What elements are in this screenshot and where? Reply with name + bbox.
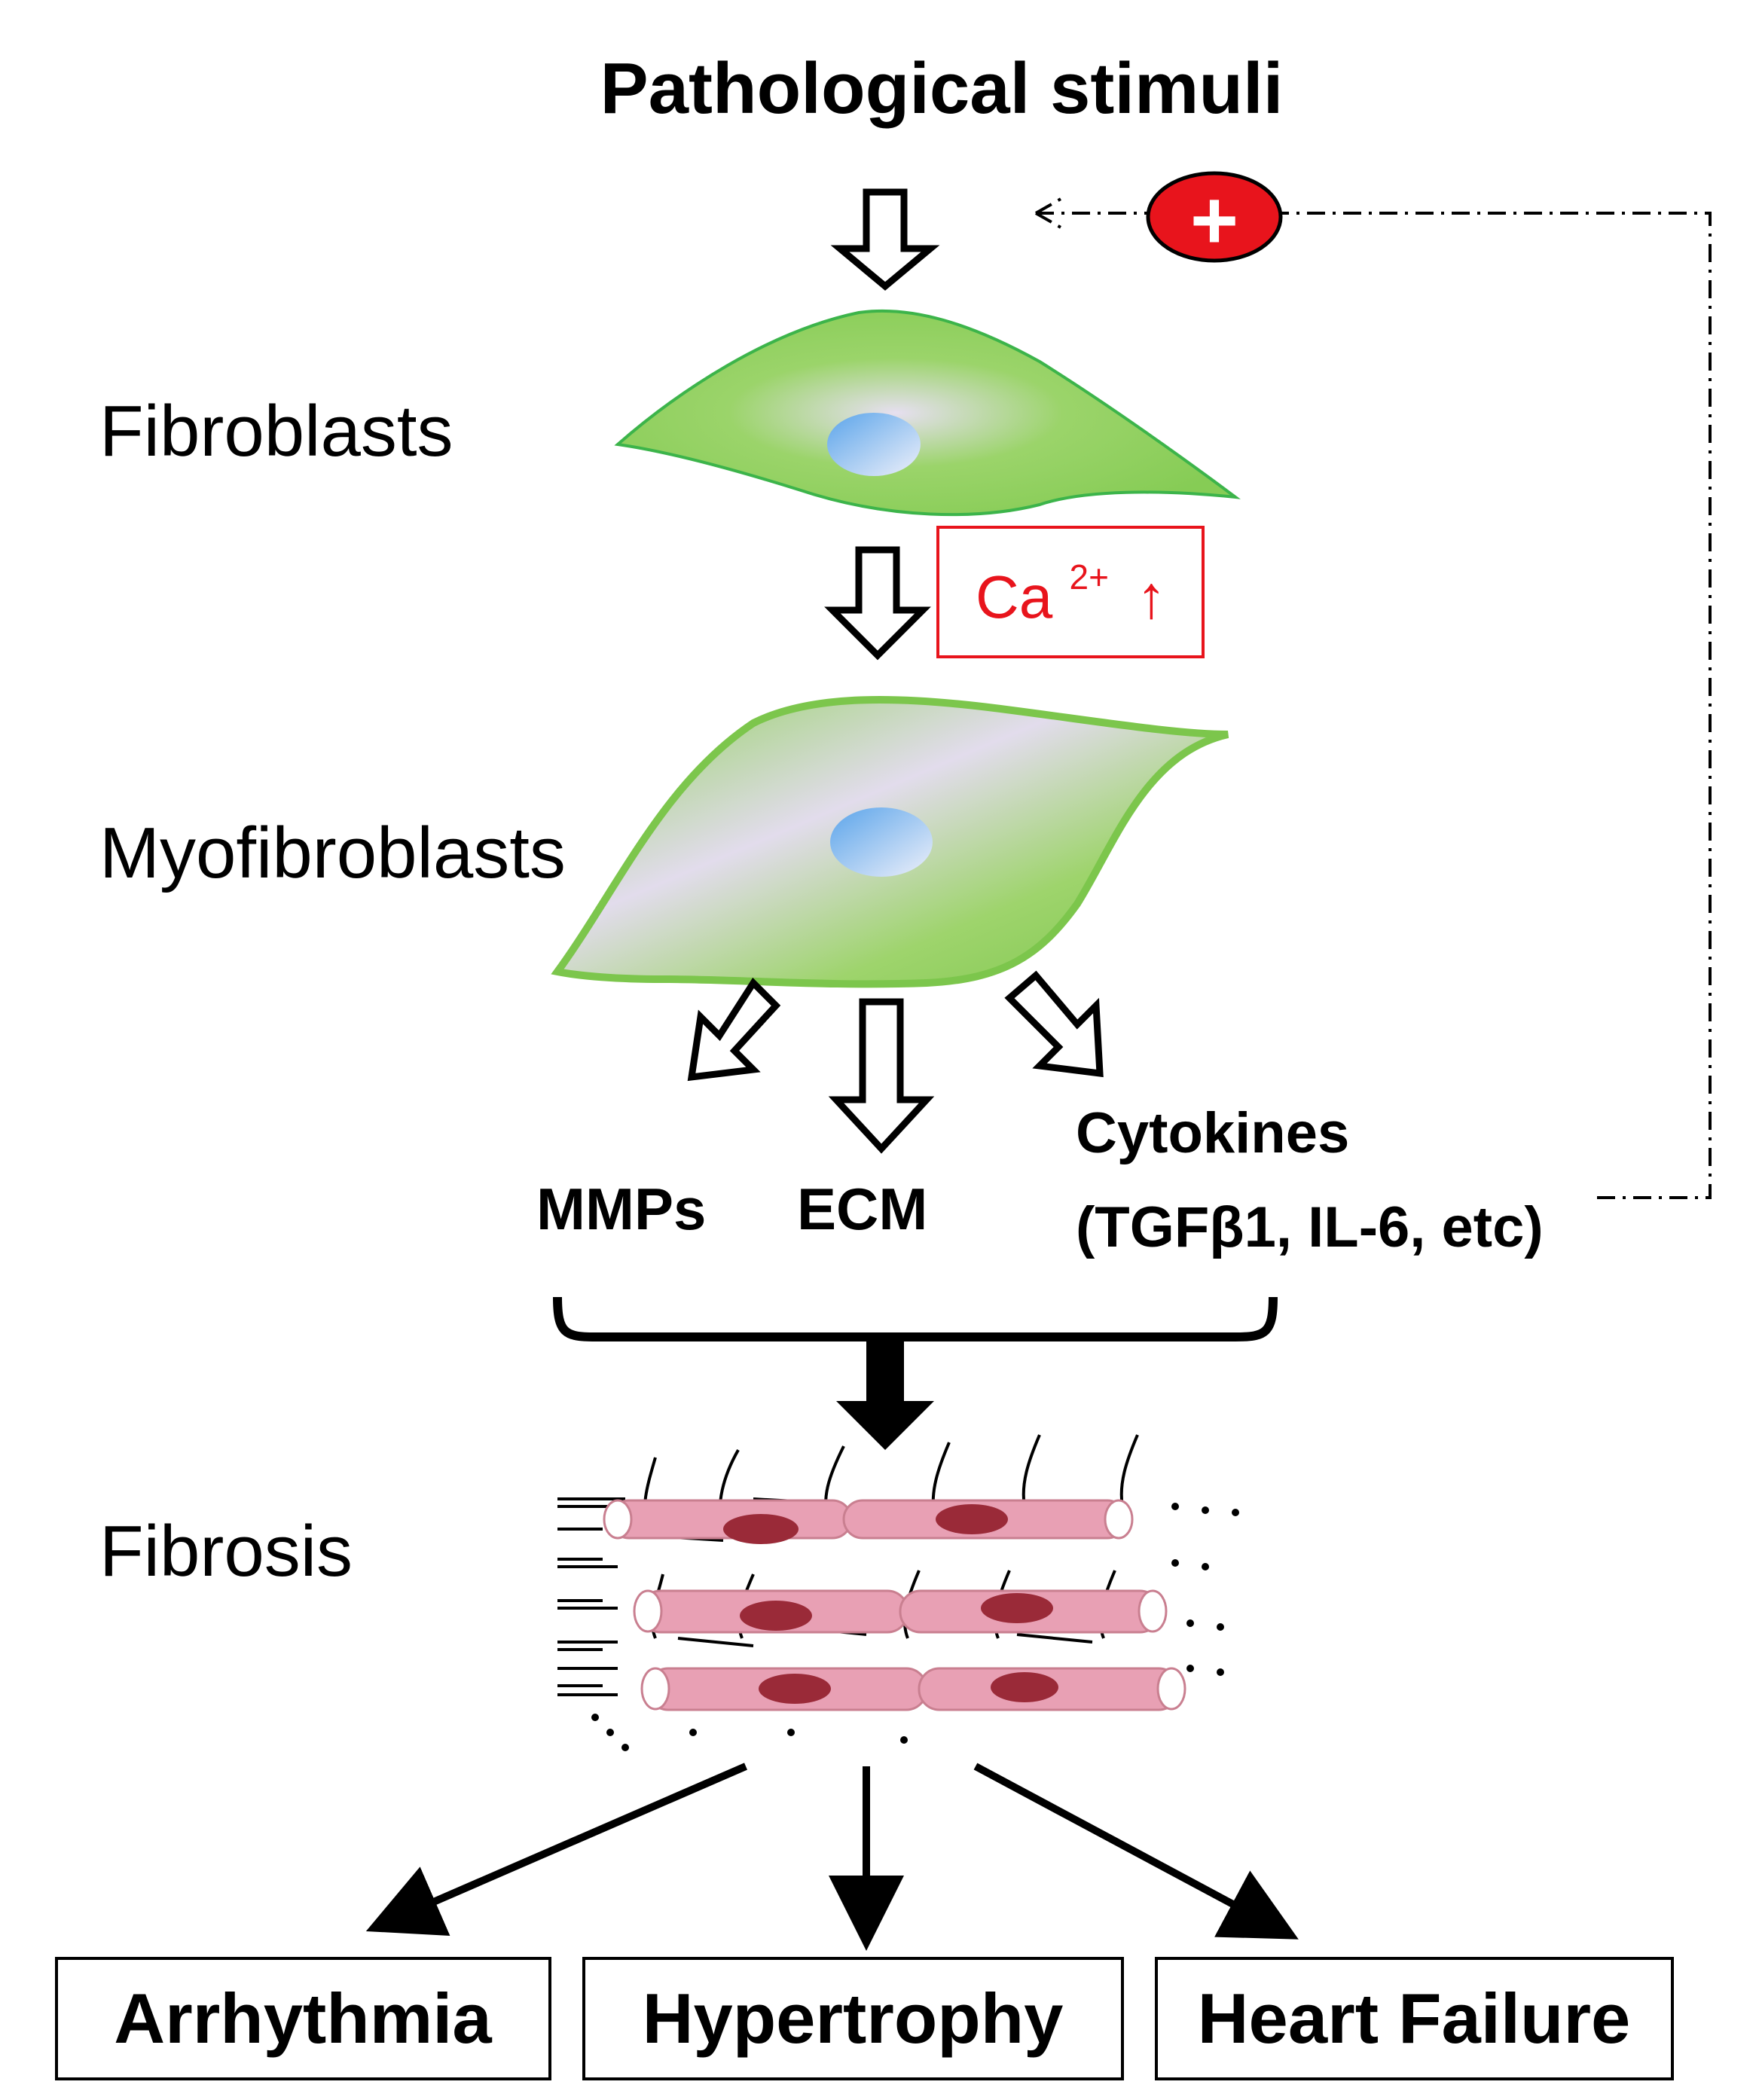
hollow-arrow-differentiation-icon — [824, 546, 931, 661]
hollow-arrow-stimuli-icon — [830, 188, 940, 291]
calcium-label: Ca 2+ ↑ — [976, 535, 1166, 630]
outcome-hypertrophy: Hypertrophy — [582, 1957, 1124, 2080]
bracket — [553, 1296, 1278, 1341]
hollow-arrow-cytokines-icon — [1004, 970, 1104, 1078]
outcome-arrhythmia: Arrhythmia — [55, 1957, 551, 2080]
myocyte-nucleus — [723, 1514, 799, 1544]
feedback-arrowhead-icon — [1035, 197, 1160, 230]
label-fibroblasts: Fibroblasts — [99, 391, 453, 472]
calcium-base: Ca — [976, 563, 1053, 630]
product-cytokines: Cytokines — [1076, 1101, 1349, 1165]
collagen-fibers — [557, 1434, 1139, 1696]
positive-feedback-icon — [1146, 171, 1283, 263]
arrow-to-heart-failure — [973, 1763, 1299, 1940]
myocyte-nucleus — [936, 1504, 1008, 1534]
outcome-heart-failure: Heart Failure — [1155, 1957, 1674, 2080]
positive-feedback-sign: + — [1190, 174, 1238, 267]
myocyte-nucleus — [981, 1593, 1053, 1623]
label-myofibroblasts: Myofibroblasts — [99, 813, 566, 893]
label-fibrosis: Fibrosis — [99, 1511, 353, 1592]
solid-arrow-fibrosis-icon — [836, 1337, 934, 1450]
fibroblast-cell — [614, 309, 1241, 517]
title: Pathological stimuli — [600, 48, 1284, 129]
myocyte-nucleus — [740, 1601, 812, 1631]
outcome-hypertrophy-label: Hypertrophy — [643, 1979, 1064, 2058]
arrow-to-arrhythmia — [365, 1763, 747, 1937]
hollow-arrow-ecm-icon — [828, 998, 935, 1154]
myocyte-nucleus — [991, 1672, 1058, 1702]
fibroblast-nucleus — [827, 413, 921, 476]
myocyte-nucleus — [759, 1674, 831, 1704]
fibrosis-tissue — [557, 1434, 1239, 1751]
calcium-box — [936, 526, 1205, 658]
feedback-loop-line — [1273, 212, 1712, 1199]
calcium-superscript: 2+ — [1070, 557, 1109, 597]
outcome-heart-failure-label: Heart Failure — [1198, 1979, 1631, 2058]
product-cytokines-examples: (TGFβ1, IL-6, etc) — [1076, 1195, 1544, 1259]
calcium-up-arrow: ↑ — [1136, 563, 1166, 630]
myocyte-row-2 — [633, 1589, 1168, 1634]
myocyte-row-1 — [603, 1499, 1134, 1544]
myocyte-row-3 — [640, 1667, 1186, 1711]
myofibroblast-nucleus — [830, 807, 933, 877]
product-mmps: MMPs — [536, 1176, 706, 1242]
hollow-arrow-mmps-icon — [687, 977, 781, 1082]
product-ecm: ECM — [797, 1176, 927, 1242]
outcome-arrhythmia-label: Arrhythmia — [114, 1979, 492, 2058]
fiber-dots — [591, 1503, 1239, 1751]
